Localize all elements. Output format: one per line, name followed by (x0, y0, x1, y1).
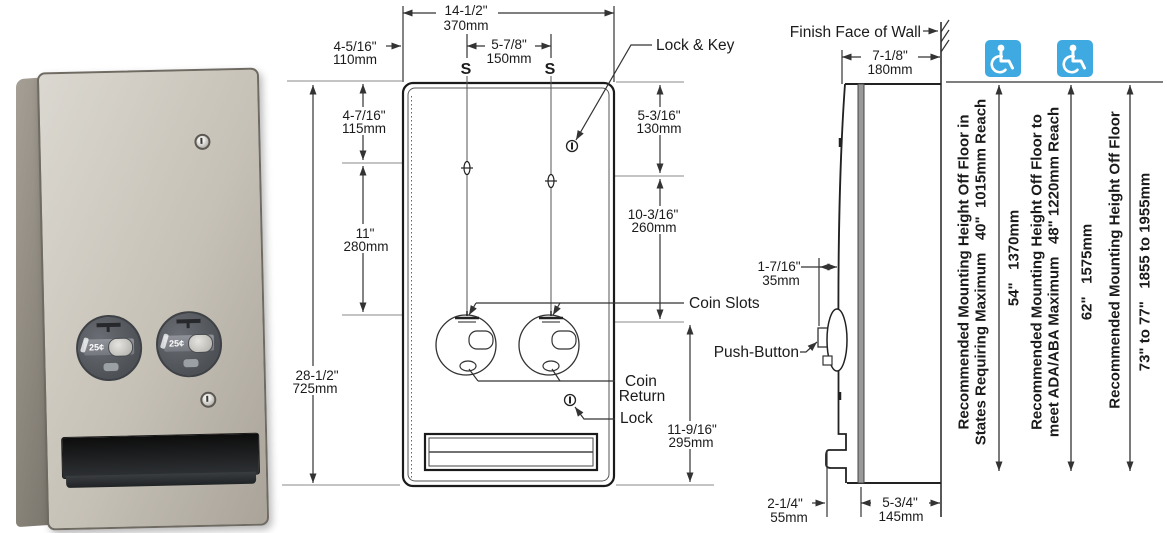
screw-label-right: S (545, 61, 556, 78)
door-profile (825, 83, 847, 483)
screw-label-left: S (461, 61, 472, 78)
cabinet-outline (401, 81, 616, 488)
mounting-note-1-line2: States Requiring Maximum 40" 1015mm Reac… (972, 99, 989, 445)
coin-return-oval (459, 360, 477, 372)
dim-button-in: 1-7/16" (757, 259, 800, 274)
wall-hatch (940, 19, 950, 53)
dim-screw-slot-mm: 280mm (343, 239, 388, 254)
dim-slot-bottom-in: 11-9/16" (667, 422, 717, 437)
mounting-note-2-line1: Recommended Mounting Height Off Floor to (1028, 114, 1045, 430)
mounting-note-3-value: 73" to 77" 1855 to 1955mm (1136, 173, 1153, 372)
dim-left-offset-in: 4-5/16" (333, 39, 376, 54)
dim-tray-mm: 55mm (770, 510, 808, 525)
mounting-note-1-line1: Recommended Mounting Height Off Floor in (955, 115, 972, 430)
lock-label: Lock (620, 410, 653, 427)
dim-slot-spacing-in: 5-7/8" (491, 37, 527, 52)
mounting-note-3-line1: Recommended Mounting Height Off Floor (1106, 111, 1123, 409)
dim-screw-slot-in: 11" (356, 226, 375, 241)
coin-mechanism-circle-right (518, 314, 580, 376)
wheelchair-icon (1057, 40, 1093, 77)
dim-depth-in: 7-1/8" (872, 48, 908, 63)
dim-height-mm: 725mm (292, 381, 337, 396)
dim-width-in: 14-1/2" (444, 3, 487, 18)
lock-key-label: Lock & Key (656, 37, 735, 54)
cabinet-flange (857, 83, 865, 484)
dim-slot-mid-in: 10-3/16" (628, 207, 679, 222)
push-button-profile (817, 308, 848, 372)
side-elevation-drawing: 7-1/8" 180mm 1-7/16" 35mm 2-1/4" 55mm 5-… (714, 19, 950, 525)
dim-height-in: 28-1/2" (295, 368, 338, 383)
lock-symbol (563, 139, 579, 407)
dim-slot-mid-mm: 260mm (631, 220, 676, 235)
dim-body-in: 5-3/4" (882, 495, 918, 510)
push-button-front (551, 330, 577, 350)
dim-slot-spacing-mm: 150mm (486, 51, 531, 66)
dim-tray-in: 2-1/4" (767, 496, 803, 511)
front-elevation-drawing: 14-1/2" 370mm 4-5/16" 110mm 5-7/8" 150mm… (282, 3, 760, 488)
dim-top-screw-in: 4-7/16" (342, 108, 385, 123)
mounting-note-2-line2: meet ADA/ABA Maximum 48" 1220mm Reach (1045, 107, 1062, 437)
dim-body-mm: 145mm (878, 509, 923, 524)
push-button-label: Push-Button (714, 344, 799, 361)
dim-lock-top-in: 5-3/16" (637, 108, 680, 123)
product-photo: 25¢ 25¢ (8, 52, 270, 531)
coin-return-oval (542, 360, 560, 372)
mounting-note-2-value: 62" 1575mm (1078, 224, 1095, 320)
coin-mechanism-circle-left (435, 314, 497, 376)
dim-top-screw-mm: 115mm (342, 121, 386, 136)
finish-face-label: Finish Face of Wall (790, 24, 921, 41)
dim-slot-bottom-mm: 295mm (668, 435, 713, 450)
dim-depth-mm: 180mm (867, 62, 912, 77)
mounting-screw-symbol (461, 160, 557, 189)
dim-button-mm: 35mm (762, 273, 800, 288)
wheelchair-icon (985, 40, 1021, 77)
dim-lock-top-mm: 130mm (636, 121, 681, 136)
dim-width-mm: 370mm (443, 18, 488, 33)
coin-slots-label: Coin Slots (689, 295, 760, 312)
coin-return-label-line2: Return (619, 388, 666, 405)
dim-left-offset-mm: 110mm (333, 52, 377, 67)
mounting-height-notes: Recommended Mounting Height Off Floor in… (946, 40, 1163, 471)
mounting-note-1-value: 54" 1370mm (1005, 210, 1022, 306)
push-button-front (468, 330, 494, 350)
coin-return-label-line1: Coin (625, 373, 657, 390)
coin-slot-symbol (455, 311, 563, 323)
